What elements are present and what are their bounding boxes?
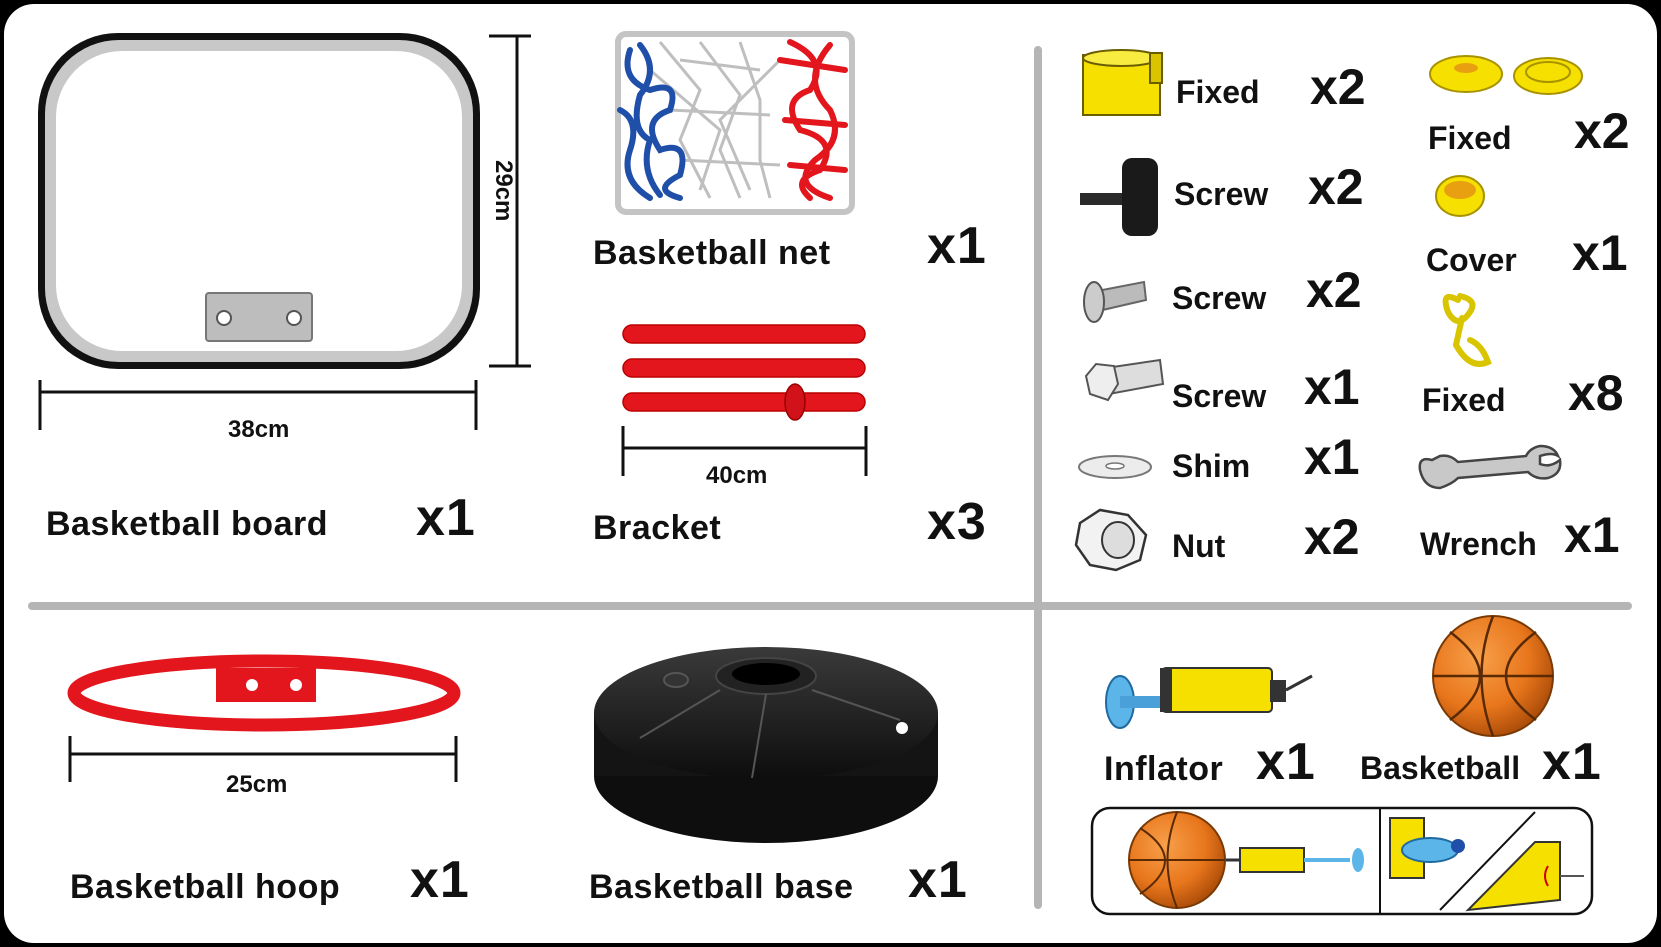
part-shim-qty: x1 xyxy=(1304,429,1360,485)
backboard-icon xyxy=(38,33,480,369)
part-nut-qty: x2 xyxy=(1304,509,1360,565)
part-hex-bolt-qty: x1 xyxy=(1304,359,1360,415)
yellow-clamp-icon xyxy=(1082,49,1163,116)
basketball-base-icon xyxy=(594,647,938,843)
part-fixed-clamp-name: Fixed xyxy=(1176,74,1260,110)
board-name: Basketball board xyxy=(46,505,328,543)
wrench-icon xyxy=(1418,444,1562,490)
basketball-qty: x1 xyxy=(1542,733,1602,791)
board-qty: x1 xyxy=(416,489,476,547)
basketball-net-icon xyxy=(615,31,855,215)
bracket-length-dimension-line xyxy=(621,426,868,476)
part-wrench-qty: x1 xyxy=(1564,507,1620,563)
bracket-length-label: 40cm xyxy=(706,462,768,489)
bracket-name: Bracket xyxy=(593,509,722,547)
part-wrench-name: Wrench xyxy=(1420,526,1537,562)
hex-nut-icon xyxy=(1074,508,1148,572)
part-cover-qty: x1 xyxy=(1572,225,1628,281)
part-fixed-cap-name: Fixed xyxy=(1428,120,1512,156)
basketball-ball-icon xyxy=(1432,615,1554,737)
inflator-name: Inflator xyxy=(1104,750,1224,788)
part-round-screw-qty: x2 xyxy=(1306,262,1362,318)
part-nut-name: Nut xyxy=(1172,528,1226,564)
yellow-hook-icon xyxy=(1442,293,1492,367)
basketball-name: Basketball xyxy=(1360,750,1521,786)
part-fixed-clamp-qty: x2 xyxy=(1310,59,1366,115)
board-height-dimension-line xyxy=(489,34,531,368)
part-thumb-screw-qty: x2 xyxy=(1308,159,1364,215)
hoop-name: Basketball hoop xyxy=(70,868,341,906)
yellow-cap-icon xyxy=(1429,55,1583,95)
inflator-pump-icon xyxy=(1105,667,1313,729)
hoop-qty: x1 xyxy=(410,851,470,909)
washer-icon xyxy=(1078,455,1152,479)
basketball-hoop-icon xyxy=(67,654,461,732)
net-qty: x1 xyxy=(927,217,987,275)
part-round-screw-name: Screw xyxy=(1172,280,1267,316)
inflator-qty: x1 xyxy=(1256,733,1316,791)
part-fixed-cap-qty: x2 xyxy=(1574,103,1630,159)
board-width-dimension-line xyxy=(38,380,478,430)
hoop-width-label: 25cm xyxy=(226,771,288,798)
part-shim-name: Shim xyxy=(1172,448,1251,484)
bracket-qty: x3 xyxy=(927,493,987,551)
hoop-width-dimension-line xyxy=(68,736,458,782)
base-name: Basketball base xyxy=(589,868,854,906)
part-fixed-hook-qty: x8 xyxy=(1568,365,1624,421)
part-cover-name: Cover xyxy=(1426,242,1517,278)
part-fixed-hook-name: Fixed xyxy=(1422,382,1506,418)
hex-bolt-icon xyxy=(1084,358,1165,402)
yellow-cover-icon xyxy=(1435,175,1485,217)
round-head-screw-icon xyxy=(1083,280,1148,323)
bracket-tubes-icon xyxy=(622,324,866,421)
board-width-label: 38cm xyxy=(228,416,290,443)
board-height-label: 29cm xyxy=(490,160,517,222)
part-hex-bolt-name: Screw xyxy=(1172,378,1267,414)
part-thumb-screw-name: Screw xyxy=(1174,176,1269,212)
inflation-instructions-panel xyxy=(1090,806,1594,916)
thumb-screw-icon xyxy=(1080,158,1158,236)
base-qty: x1 xyxy=(908,851,968,909)
net-name: Basketball net xyxy=(593,234,831,272)
section-dividers xyxy=(28,46,1632,909)
